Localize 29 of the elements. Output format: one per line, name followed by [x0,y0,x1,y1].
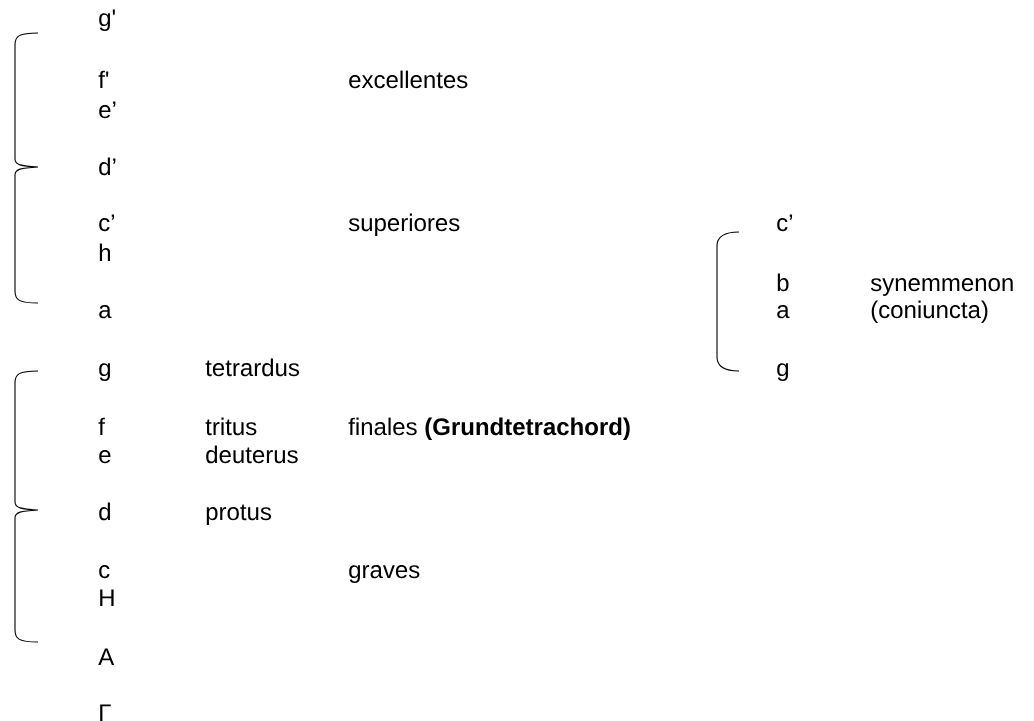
note-letter: c’ [99,214,115,232]
note-letter: g' [99,9,115,31]
note-letter: f' [98,70,109,88]
range-label: synemmenon [870,278,1013,296]
note-letter: g [777,363,788,381]
note-letter: b [777,273,789,292]
note-letter: e [99,450,111,464]
range-label: protus [206,504,272,525]
note-letter: h [99,243,110,261]
note-letter: A [98,648,115,665]
range-label: superiores [348,213,460,236]
note-letter: H [100,589,114,606]
range-label: excellentes [349,70,468,89]
range-label: finales (Grundtetrachord) [348,417,630,440]
note-letter: g [99,363,110,381]
range-label: (coniuncta) [871,300,988,323]
range-label: tetrardus [205,358,300,377]
range-label: deuterus [206,445,298,464]
range-label: tritus [205,417,257,436]
note-letter: a [777,305,790,319]
note-letter: c’ [777,214,793,232]
note-letter: c [99,565,110,579]
note-letter: d’ [99,157,116,176]
note-letter: d [99,502,110,521]
range-label: graves [349,565,420,583]
note-letter: e’ [99,101,116,119]
note-letter: f [98,417,105,435]
note-letter: Γ [100,704,111,721]
note-letter: a [99,305,112,319]
